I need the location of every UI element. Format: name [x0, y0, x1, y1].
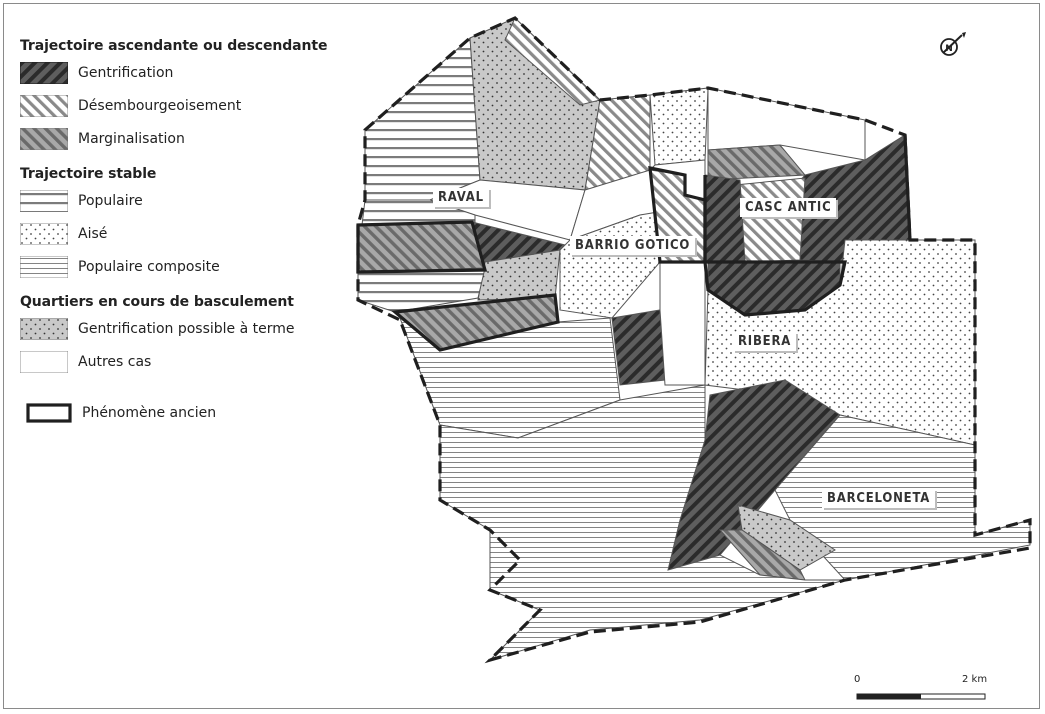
legend-label-autres-cas: Autres cas [78, 354, 152, 370]
swatch-aise-icon [20, 223, 68, 245]
scale-label-end: 2 km [962, 674, 988, 685]
region-casc-antic-gentrification-left [704, 174, 746, 263]
swatch-populaire-icon [20, 190, 68, 212]
legend-item-marginalisation: Marginalisation [20, 127, 350, 151]
legend-label-aise: Aisé [78, 226, 108, 242]
swatch-populaire-composite-icon [20, 256, 68, 278]
region-raval-north-populaire [364, 36, 481, 201]
legend-label-phenomene-ancien: Phénomène ancien [82, 405, 217, 421]
legend-item-aise: Aisé [20, 222, 350, 246]
legend-item-phenomene-ancien: Phénomène ancien [20, 401, 350, 425]
legend-item-gentrification: Gentrification [20, 61, 350, 85]
region-raval-south-populaire [357, 267, 486, 313]
legend-heading-trajectoire: Trajectoire ascendante ou descendante [20, 38, 328, 54]
swatch-phenomene-ancien-icon [26, 403, 72, 423]
swatch-gentrification-possible-icon [20, 318, 68, 340]
region-casc-antic-desemb [734, 177, 806, 263]
scale-label-start: 0 [854, 674, 861, 685]
swatch-gentrification-icon [20, 62, 68, 84]
region-raval-marginalisation [357, 221, 486, 273]
city-boundary [356, 16, 1032, 664]
legend-label-populaire: Populaire [78, 193, 143, 209]
legend-label-marginalisation: Marginalisation [78, 131, 185, 147]
region-barceloneta-dots [737, 504, 836, 571]
legend-item-populaire: Populaire [20, 189, 350, 213]
legend-item-gentrification-possible: Gentrification possible à terme [20, 317, 350, 341]
swatch-autres-cas-icon [20, 351, 68, 373]
region-raval-north-desemb [504, 17, 601, 106]
district-label-raval: RAVAL [433, 188, 489, 207]
swatch-marginalisation-icon [20, 128, 68, 150]
legend-item-desembourgeoisement: Désembourgeoisement [20, 94, 350, 118]
svg-text:N: N [945, 44, 953, 54]
legend-heading-basculement: Quartiers en cours de basculement [20, 294, 294, 310]
legend-label-desembourgeoisement: Désembourgeoisement [78, 98, 242, 114]
region-gotico-gentrification [611, 309, 666, 386]
district-label-barrio-gotico: BARRIO GOTICO [570, 236, 696, 255]
legend-label-populaire-composite: Populaire composite [78, 259, 220, 275]
legend-item-populaire-composite: Populaire composite [20, 255, 350, 279]
legend-label-gentrification-possible: Gentrification possible à terme [78, 321, 295, 337]
legend-heading-stable: Trajectoire stable [20, 166, 157, 182]
district-label-barceloneta: BARCELONETA [822, 489, 936, 508]
scale-bar [856, 687, 986, 700]
legend: Trajectoire ascendante ou descendante Ge… [20, 38, 350, 434]
region-casc-antic-margin [707, 144, 807, 181]
district-label-casc-antic: CASC ANTIC [740, 198, 837, 217]
region-barceloneta-margin [718, 529, 806, 581]
district-label-ribera: RIBERA [733, 332, 797, 351]
legend-label-gentrification: Gentrification [78, 65, 174, 81]
map-regions [357, 17, 1031, 661]
region-gotico-south-white [659, 261, 706, 386]
north-arrow-icon: N [935, 30, 971, 64]
swatch-desembourgeoisement-icon [20, 95, 68, 117]
region-gotico-north-aise [649, 87, 709, 166]
legend-item-autres-cas: Autres cas [20, 350, 350, 374]
